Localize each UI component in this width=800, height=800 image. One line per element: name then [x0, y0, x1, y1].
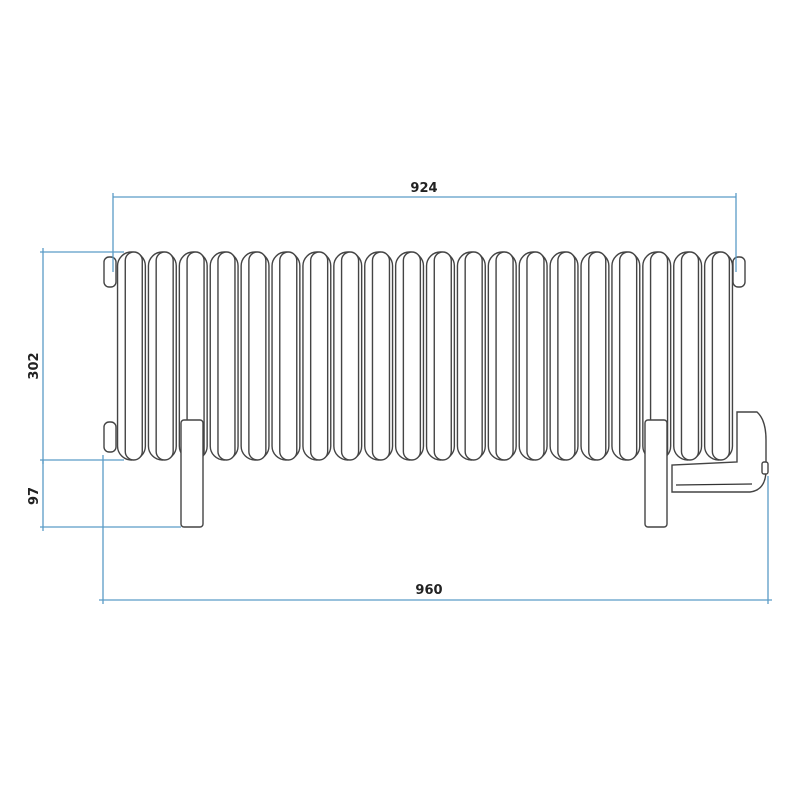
dimension-label-960: 960 [415, 583, 442, 598]
radiator-column-front [124, 251, 143, 461]
radiator-column-front [464, 251, 483, 461]
radiator-column-front [711, 251, 731, 461]
radiator-column-front [371, 251, 391, 461]
radiator-column-front [248, 251, 267, 461]
radiator-column-front [309, 251, 329, 461]
left-foot [180, 419, 204, 528]
radiator-column-front [680, 251, 700, 461]
radiator-column-front [217, 251, 236, 461]
radiator-column-front [433, 251, 452, 461]
right-top-cap [732, 256, 746, 288]
radiator-column-front [402, 251, 422, 461]
left-bottom-cap [103, 421, 117, 453]
valve-knob [761, 461, 769, 475]
radiator-column-front [155, 251, 174, 461]
dimension-total-width: 960 [99, 455, 772, 604]
left-top-cap [103, 256, 117, 288]
radiator-column-front [340, 251, 360, 461]
radiator-columns [116, 251, 734, 461]
right-foot [644, 419, 668, 528]
radiator-column-front [526, 251, 545, 461]
radiator-column-front [557, 251, 576, 461]
dimension-label-924: 924 [410, 181, 437, 196]
dimension-label-97: 97 [27, 487, 42, 505]
dimension-foot-height: 97 [27, 460, 181, 531]
dimension-top-width: 924 [112, 181, 737, 272]
dimension-label-302: 302 [27, 352, 42, 379]
dimension-height: 302 [27, 248, 124, 464]
radiator-column-front [495, 251, 514, 461]
radiator-column-front [588, 251, 607, 461]
radiator-column-front [279, 251, 298, 461]
radiator-column-front [618, 251, 638, 461]
